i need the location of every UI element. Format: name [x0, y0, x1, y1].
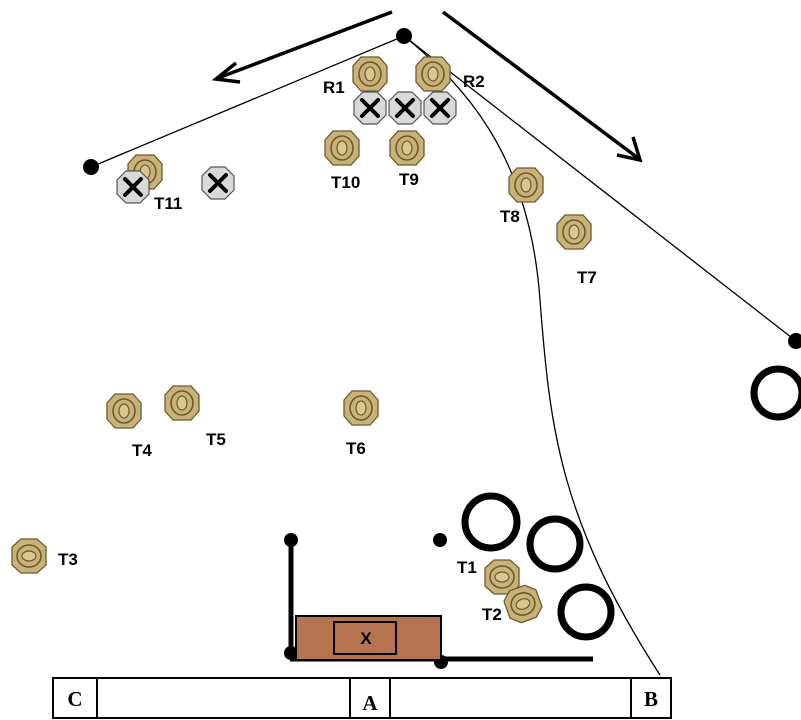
oval-target-icon: [11, 538, 47, 574]
oval-target-icon: [106, 393, 142, 429]
fault-lines: [90, 35, 797, 676]
target-label-r2: R2: [463, 72, 485, 91]
steel-rings: [461, 365, 801, 641]
box-label: X: [360, 629, 372, 648]
target-label-t8: T8: [500, 207, 520, 226]
bar-label-c: C: [67, 687, 82, 711]
curved-fault-line: [403, 35, 661, 676]
dot-icon: [284, 533, 298, 547]
dot-icon: [284, 646, 298, 660]
x-no-shoot-icon: [200, 165, 236, 201]
dot-icon: [433, 533, 447, 547]
oval-target-icon: [415, 56, 451, 92]
oval-target-icon: [508, 167, 544, 203]
target-label-t4: T4: [132, 441, 152, 460]
target-label-r1: R1: [323, 78, 345, 97]
arrow-icon: [211, 10, 393, 84]
oval-target-icon: [556, 214, 592, 250]
x-no-shoot-icon: [115, 169, 151, 205]
target-label-t6: T6: [346, 439, 366, 458]
target-label-t10: T10: [331, 173, 360, 192]
steel-ring-icon: [750, 365, 801, 421]
target-label-t11: T11: [154, 194, 182, 213]
box-inner: [333, 621, 397, 655]
left-fault-line: [90, 35, 405, 168]
oval-target-icon: [352, 56, 388, 92]
target-label-t5: T5: [206, 430, 226, 449]
target-label-t1: T1: [457, 558, 477, 577]
target-label-t2: T2: [482, 605, 502, 624]
target-label-t3: T3: [58, 550, 78, 569]
bar-section-a: [349, 677, 391, 719]
bar-section-b: [630, 677, 672, 719]
right-fault-line: [403, 35, 797, 342]
bar-label-b: B: [644, 687, 658, 711]
shooting-box: X: [295, 615, 442, 661]
steel-ring-icon: [461, 492, 521, 552]
oval-target-icon: [164, 385, 200, 421]
target-labels: R1 R2 T1 T2 T3 T4 T5 T6 T7 T8 T9 T10 T11: [58, 72, 597, 624]
arrow-icon: [441, 10, 643, 163]
steel-ring-icon: [526, 515, 584, 573]
direction-arrows: [211, 10, 643, 163]
bar-section-c: [52, 677, 98, 719]
dot-icon: [396, 28, 412, 44]
target-label-t9: T9: [399, 170, 419, 189]
dot-icon: [83, 159, 99, 175]
bottom-bar: C A B: [52, 677, 672, 719]
x-no-shoot-icon: [352, 90, 388, 126]
box-outer: [295, 615, 442, 661]
anchor-dots: [83, 28, 801, 669]
x-no-shoot-icon: [422, 90, 458, 126]
dot-icon: [788, 333, 801, 349]
bar-label-a: A: [362, 691, 378, 715]
x-no-shoot-icon: [387, 90, 423, 126]
oval-target-icon: [389, 130, 425, 166]
target-label-t7: T7: [577, 268, 597, 287]
oval-target-icon: [324, 130, 360, 166]
oval-target-icon: [343, 390, 379, 426]
steel-ring-icon: [557, 583, 615, 641]
